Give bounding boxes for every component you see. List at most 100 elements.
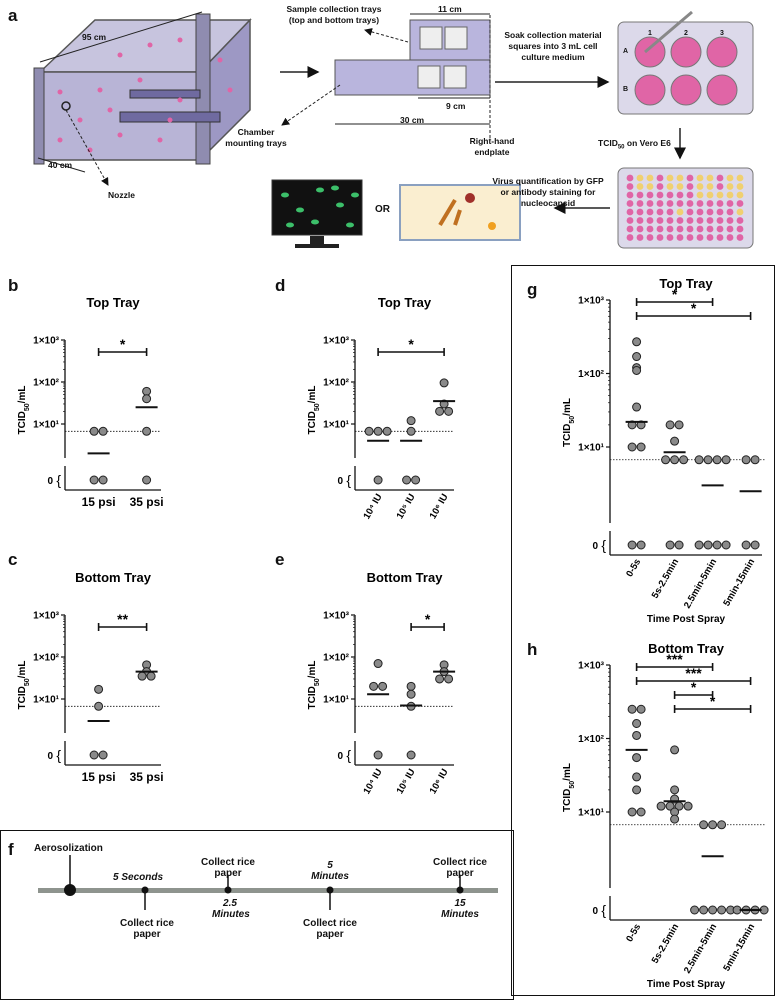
nozzle-label: Nozzle: [108, 190, 135, 200]
significance-label: *: [672, 286, 678, 302]
significance-label: **: [117, 611, 128, 627]
panel-letter-h: h: [527, 640, 538, 659]
well: [736, 191, 744, 199]
well: [696, 208, 704, 216]
y-tick-label: 1×10³: [33, 611, 60, 622]
x-axis-label: Time Post Spray: [647, 614, 726, 625]
time-5s-label: 5 Seconds: [113, 872, 164, 883]
axis-break-brace: {: [601, 902, 606, 918]
data-point: [636, 807, 646, 817]
data-point: [717, 820, 727, 830]
y-tick-label: 1×10³: [578, 661, 605, 672]
well: [706, 208, 714, 216]
data-point: [721, 540, 731, 550]
data-point: [699, 820, 709, 830]
data-point: [632, 352, 642, 362]
well: [706, 191, 714, 199]
data-point: [690, 905, 700, 915]
y-axis-label: TCID50/mL: [17, 661, 31, 710]
data-point: [364, 426, 374, 436]
data-point: [683, 801, 693, 811]
data-point: [142, 475, 152, 485]
well: [736, 174, 744, 182]
well: [686, 217, 694, 224]
panel-letter-a: a: [8, 6, 18, 25]
six-well-plate: [617, 10, 754, 115]
chart-title: Bottom Tray: [648, 641, 725, 656]
well: [626, 183, 634, 190]
y-tick-label: 0: [337, 751, 343, 762]
chart-title: Bottom Tray: [367, 570, 444, 585]
axis-break-brace: {: [346, 472, 351, 488]
well: [656, 200, 664, 207]
well: [696, 225, 704, 233]
data-point: [721, 455, 731, 465]
y-tick-label: 1×10³: [33, 336, 60, 347]
well: [626, 217, 634, 224]
well: [676, 200, 684, 207]
y-tick-label: 0: [47, 476, 53, 487]
data-point: [406, 681, 416, 691]
well: [666, 217, 674, 224]
y-tick-label: 0: [337, 476, 343, 487]
data-point: [439, 378, 449, 388]
gh-box: [511, 265, 775, 996]
panel-letter-c: c: [8, 550, 18, 569]
well: [636, 225, 644, 233]
well: [706, 183, 714, 190]
data-point: [406, 416, 416, 426]
y-tick-label: 1×10²: [578, 369, 605, 380]
panel-letter-b: b: [8, 276, 19, 295]
data-point: [369, 681, 379, 691]
data-point: [636, 442, 646, 452]
well: [716, 183, 724, 190]
well: [636, 208, 644, 216]
data-point: [632, 730, 642, 740]
well: [656, 225, 664, 233]
axis-break-brace: {: [56, 747, 61, 763]
well: [636, 217, 644, 224]
well: [716, 200, 724, 207]
data-point: [627, 540, 637, 550]
well: [666, 234, 674, 241]
chart-h: Bottom TrayTCID50/mL1×10³1×10²1×10¹0{***…: [562, 641, 769, 990]
data-point: [632, 402, 642, 412]
y-axis-label: TCID50/mL: [562, 398, 576, 447]
well: [676, 183, 684, 190]
data-point: [679, 455, 689, 465]
y-tick-label: 0: [47, 751, 53, 762]
data-point: [435, 674, 445, 684]
significance-label: *: [425, 611, 431, 627]
significance-label: ***: [685, 665, 702, 681]
well: [726, 234, 734, 241]
chart-title: Top Tray: [378, 295, 432, 310]
well: [656, 174, 664, 182]
well: [656, 217, 664, 224]
data-point: [670, 814, 680, 824]
well: [686, 200, 694, 207]
data-point: [699, 905, 709, 915]
well: [736, 208, 744, 216]
data-point: [708, 820, 718, 830]
well: [686, 183, 694, 190]
well: [716, 174, 724, 182]
category-label: 10⁴ IU: [361, 492, 384, 521]
axis-break-brace: {: [601, 537, 606, 553]
aerosolization-label: Aerosolization: [34, 843, 103, 854]
data-point: [435, 406, 445, 416]
well: [716, 225, 724, 233]
data-point: [373, 475, 383, 485]
timeline: [38, 855, 498, 910]
well: [656, 191, 664, 199]
category-label: 10⁵ IU: [395, 492, 418, 521]
well: [676, 191, 684, 199]
data-point: [703, 540, 713, 550]
well: [626, 174, 634, 182]
significance-label: *: [120, 336, 126, 352]
microscope-monitor: [271, 179, 363, 248]
data-point: [674, 420, 684, 430]
well: [696, 200, 704, 207]
collection-trays: [334, 15, 491, 140]
significance-label: *: [710, 693, 716, 709]
